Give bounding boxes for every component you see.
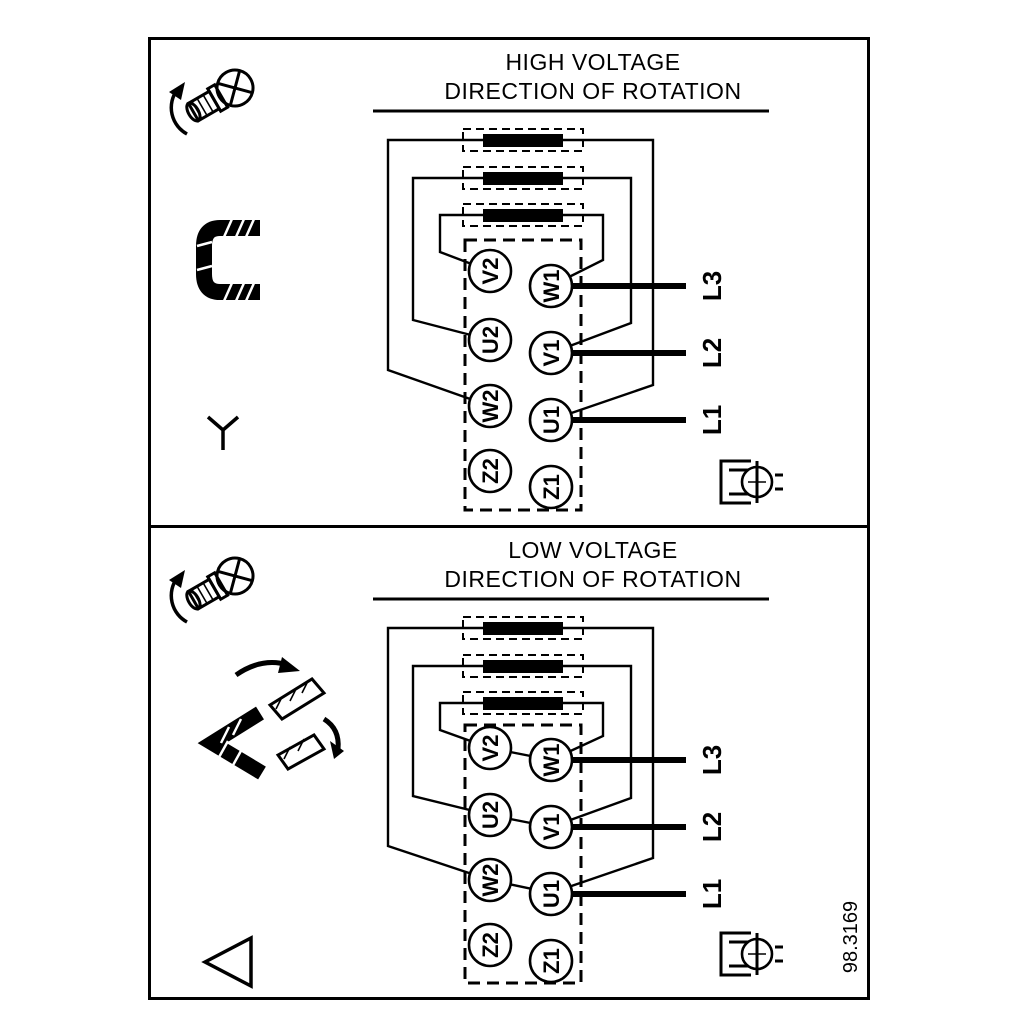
supply-label-l3: L3 — [697, 745, 727, 775]
terminal-z1: Z1 — [528, 464, 574, 510]
terminal-v1: V1 — [528, 330, 574, 376]
terminal-label: Z1 — [539, 474, 564, 500]
terminal-block-outline — [463, 238, 583, 512]
high-voltage-diagram: V2 U2 W2 Z2 W1 — [169, 49, 783, 512]
terminal-w2: W2 — [467, 383, 513, 429]
title-line1: HIGH VOLTAGE — [505, 49, 680, 75]
terminal-label: Z2 — [478, 932, 503, 958]
terminal-label: V2 — [478, 258, 503, 285]
supply-label-l1: L1 — [697, 879, 727, 909]
jumper-link-icon — [196, 218, 260, 302]
jumper-bars — [462, 128, 584, 227]
delta-links-icon — [197, 657, 344, 780]
jumper-wires — [386, 626, 655, 895]
terminal-label: W2 — [478, 390, 503, 423]
supply-line-wires — [551, 757, 686, 897]
terminal-z2: Z2 — [467, 448, 513, 494]
supply-label-l2: L2 — [697, 338, 727, 368]
terminal-w1: W1 — [528, 737, 574, 783]
terminals: V2 U2 W2 Z2 W1 — [467, 248, 574, 510]
screw-rotation-icon — [169, 556, 255, 624]
terminal-u2: U2 — [467, 317, 513, 363]
ground-screw-icon — [719, 931, 783, 977]
wiring-diagram-frame: V2 U2 W2 Z2 W1 — [148, 37, 870, 1000]
terminals: V2 U2 W2 Z2 W1 — [467, 725, 574, 984]
terminal-label: U2 — [478, 801, 503, 829]
terminal-u1: U1 — [528, 397, 574, 443]
panel-low-voltage: V2 U2 W2 Z2 W1 — [151, 528, 867, 997]
panel-high-voltage: V2 U2 W2 Z2 W1 — [151, 40, 867, 528]
title-line1: LOW VOLTAGE — [508, 537, 678, 563]
terminal-v1: V1 — [528, 804, 574, 850]
terminal-label: W2 — [478, 864, 503, 897]
supply-label-l2: L2 — [697, 812, 727, 842]
supply-label-l1: L1 — [697, 405, 727, 435]
supply-label-l3: L3 — [697, 271, 727, 301]
terminal-label: U1 — [539, 406, 564, 434]
panel-title: LOW VOLTAGE DIRECTION OF ROTATION — [373, 537, 769, 601]
supply-line-labels: L3 L2 L1 — [697, 745, 727, 909]
low-voltage-diagram: V2 U2 W2 Z2 W1 — [169, 537, 862, 989]
terminal-u1: U1 — [528, 871, 574, 917]
terminal-v2: V2 — [467, 248, 513, 294]
terminal-label: Z2 — [478, 458, 503, 484]
delta-connection-icon — [201, 935, 253, 989]
jumper-bars — [462, 616, 584, 715]
terminal-label: V1 — [539, 814, 564, 841]
terminal-label: V2 — [478, 735, 503, 762]
terminal-label: U1 — [539, 880, 564, 908]
title-line2: DIRECTION OF ROTATION — [444, 78, 741, 104]
terminal-label: W1 — [539, 270, 564, 303]
terminal-label: U2 — [478, 326, 503, 354]
supply-line-labels: L3 L2 L1 — [697, 271, 727, 435]
terminal-block-outline — [463, 723, 583, 985]
terminal-w2: W2 — [467, 857, 513, 903]
terminal-w1: W1 — [528, 263, 574, 309]
panel-title: HIGH VOLTAGE DIRECTION OF ROTATION — [373, 49, 769, 113]
supply-line-wires — [551, 283, 686, 423]
terminal-label: W1 — [539, 744, 564, 777]
terminal-u2: U2 — [467, 792, 513, 838]
figure-number: 98.3169 — [840, 901, 862, 973]
star-connection-icon — [206, 415, 240, 450]
terminal-z2: Z2 — [467, 922, 513, 968]
terminal-z1: Z1 — [528, 938, 574, 984]
ground-screw-icon — [719, 459, 783, 505]
terminal-label: Z1 — [539, 948, 564, 974]
title-line2: DIRECTION OF ROTATION — [444, 566, 741, 592]
terminal-label: V1 — [539, 340, 564, 367]
terminal-v2: V2 — [467, 725, 513, 771]
screw-rotation-icon — [169, 68, 255, 136]
